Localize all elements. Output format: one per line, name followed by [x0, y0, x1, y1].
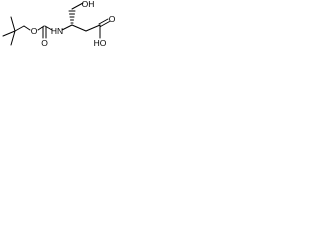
bond-tbu-to-ester-oxygen — [23, 25, 31, 31]
bond-nitrogen-to-stereocenter — [61, 24, 73, 31]
atom-acid-hydroxyl: HO — [94, 38, 107, 48]
bond-acid-double-2 — [100, 21, 110, 27]
bond-carbonyl-to-nitrogen — [44, 25, 53, 31]
bond-tbu-to-methyl-right — [14, 25, 25, 32]
hashed-wedge-bond — [68, 10, 76, 24]
bond-acid-double-1 — [98, 18, 109, 25]
atom-carbonyl-oxygen: O — [41, 38, 48, 48]
atom-amide-nitrogen: HN — [51, 26, 63, 36]
bond-tbu-methyl-bottom — [10, 30, 16, 46]
structure-canvas: O O HN OH O HO — [0, 0, 147, 62]
skeletal-formula: O O HN OH O HO — [2, 0, 116, 48]
bond-tbu-methyl-top — [10, 16, 16, 32]
atom-acid-carbonyl-oxygen: O — [109, 14, 116, 24]
atom-ester-oxygen: O — [31, 26, 38, 36]
bond-ch2-to-acid-carbon — [85, 24, 101, 32]
bond-stereocenter-to-ch2 — [71, 24, 87, 32]
bond-ch2-to-hydroxyl — [71, 2, 84, 10]
atom-hydroxyl: OH — [82, 0, 95, 9]
bond-tbu-methyl-left — [2, 30, 16, 37]
